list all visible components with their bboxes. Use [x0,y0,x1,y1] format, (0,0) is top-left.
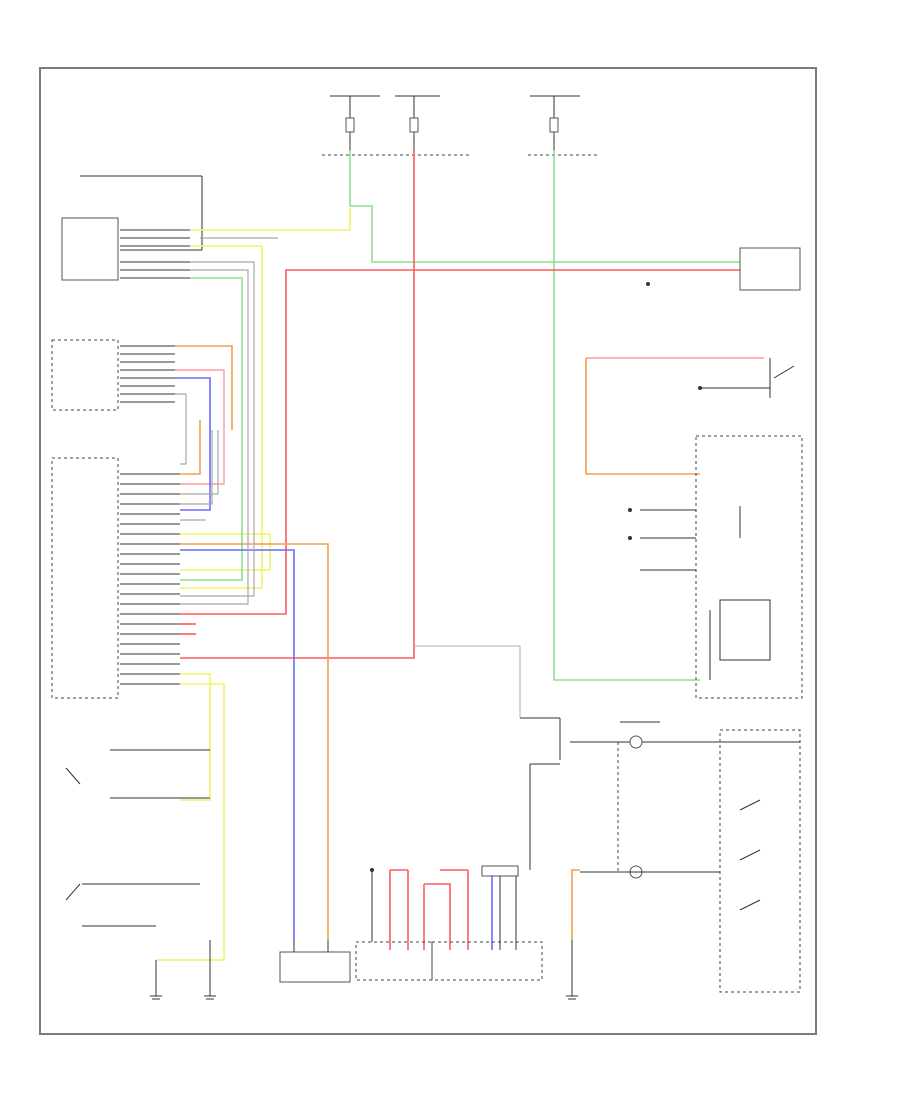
main-left-connector [51,457,119,699]
ground-1 [566,940,578,1000]
hot-fuse-1 [330,95,380,150]
green-wires [180,150,740,681]
gray-wires [175,237,278,605]
ground-3 [204,940,216,1000]
red-wires [180,150,740,950]
ground-2 [150,960,162,1000]
hot-fuse-2 [395,95,440,150]
pink-wires [175,357,764,485]
hot-fuse-3 [530,95,580,150]
junction-block [355,865,543,981]
brake-switch [698,358,795,398]
blue-wires [175,377,493,950]
clutch-switch [65,883,200,927]
spring-unit [570,721,800,879]
main-left-connector-pins [120,473,180,685]
speed-sensor [279,940,351,983]
orange-wires [175,345,700,940]
instrument-cluster-box [695,435,803,699]
yellow-wires [156,208,351,961]
diagram-frame [39,67,817,1035]
left-connector-a-pins [120,345,175,403]
transmission-sensor [520,717,561,870]
pink-thin-wire [414,645,521,718]
headlight-module-box [61,217,119,281]
combination-switch [719,729,801,993]
headlight-module-pins [120,229,190,279]
instrument-cluster-internals [628,506,771,680]
cruise-switch [65,749,210,799]
left-connector-a [51,339,119,411]
right-module-box [739,247,801,291]
